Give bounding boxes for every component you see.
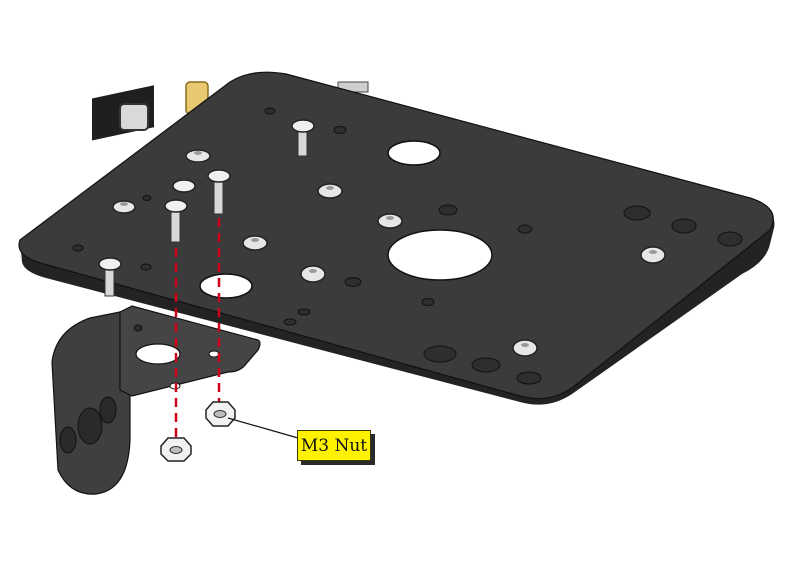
bracket-hole [208, 350, 220, 358]
bracket-hole [133, 324, 143, 332]
callout-leader [227, 417, 299, 439]
screw-icon [164, 199, 188, 243]
plate-hole-left [199, 273, 253, 299]
nut-icon [160, 437, 192, 462]
screw-icon [98, 257, 122, 297]
bracket-leg-hole-large [77, 407, 103, 445]
rear-switch [119, 103, 149, 131]
bracket-horizontal-flange [119, 305, 261, 397]
standoff-icon [512, 339, 538, 357]
callout-label: M3 Nut [300, 435, 368, 456]
bracket-vertical-leg [51, 309, 131, 495]
bracket-leg-hole [99, 396, 117, 424]
standoff-icon [640, 246, 666, 264]
standoff-icon [242, 235, 268, 251]
assembly-guide-lines [174, 218, 221, 440]
screw-icon [291, 119, 315, 157]
plate-small-holes [72, 107, 743, 385]
bracket-hole-large [135, 343, 181, 365]
callout-m3-nut: M3 Nut [297, 430, 371, 461]
plate-hole-large-center [387, 229, 493, 281]
screw-icon [207, 169, 231, 215]
main-plate [18, 71, 775, 405]
standoff-icon [112, 200, 136, 214]
bracket-leg-hole [59, 426, 77, 454]
bracket-icon [51, 305, 261, 495]
standoff-icon [377, 213, 403, 229]
standoff-icon [300, 265, 326, 283]
nut-icon [205, 401, 236, 427]
plate-hole-top [387, 140, 441, 166]
screw-icon [172, 179, 196, 193]
standoff-icon [317, 183, 343, 199]
standoff-icon [185, 149, 211, 163]
